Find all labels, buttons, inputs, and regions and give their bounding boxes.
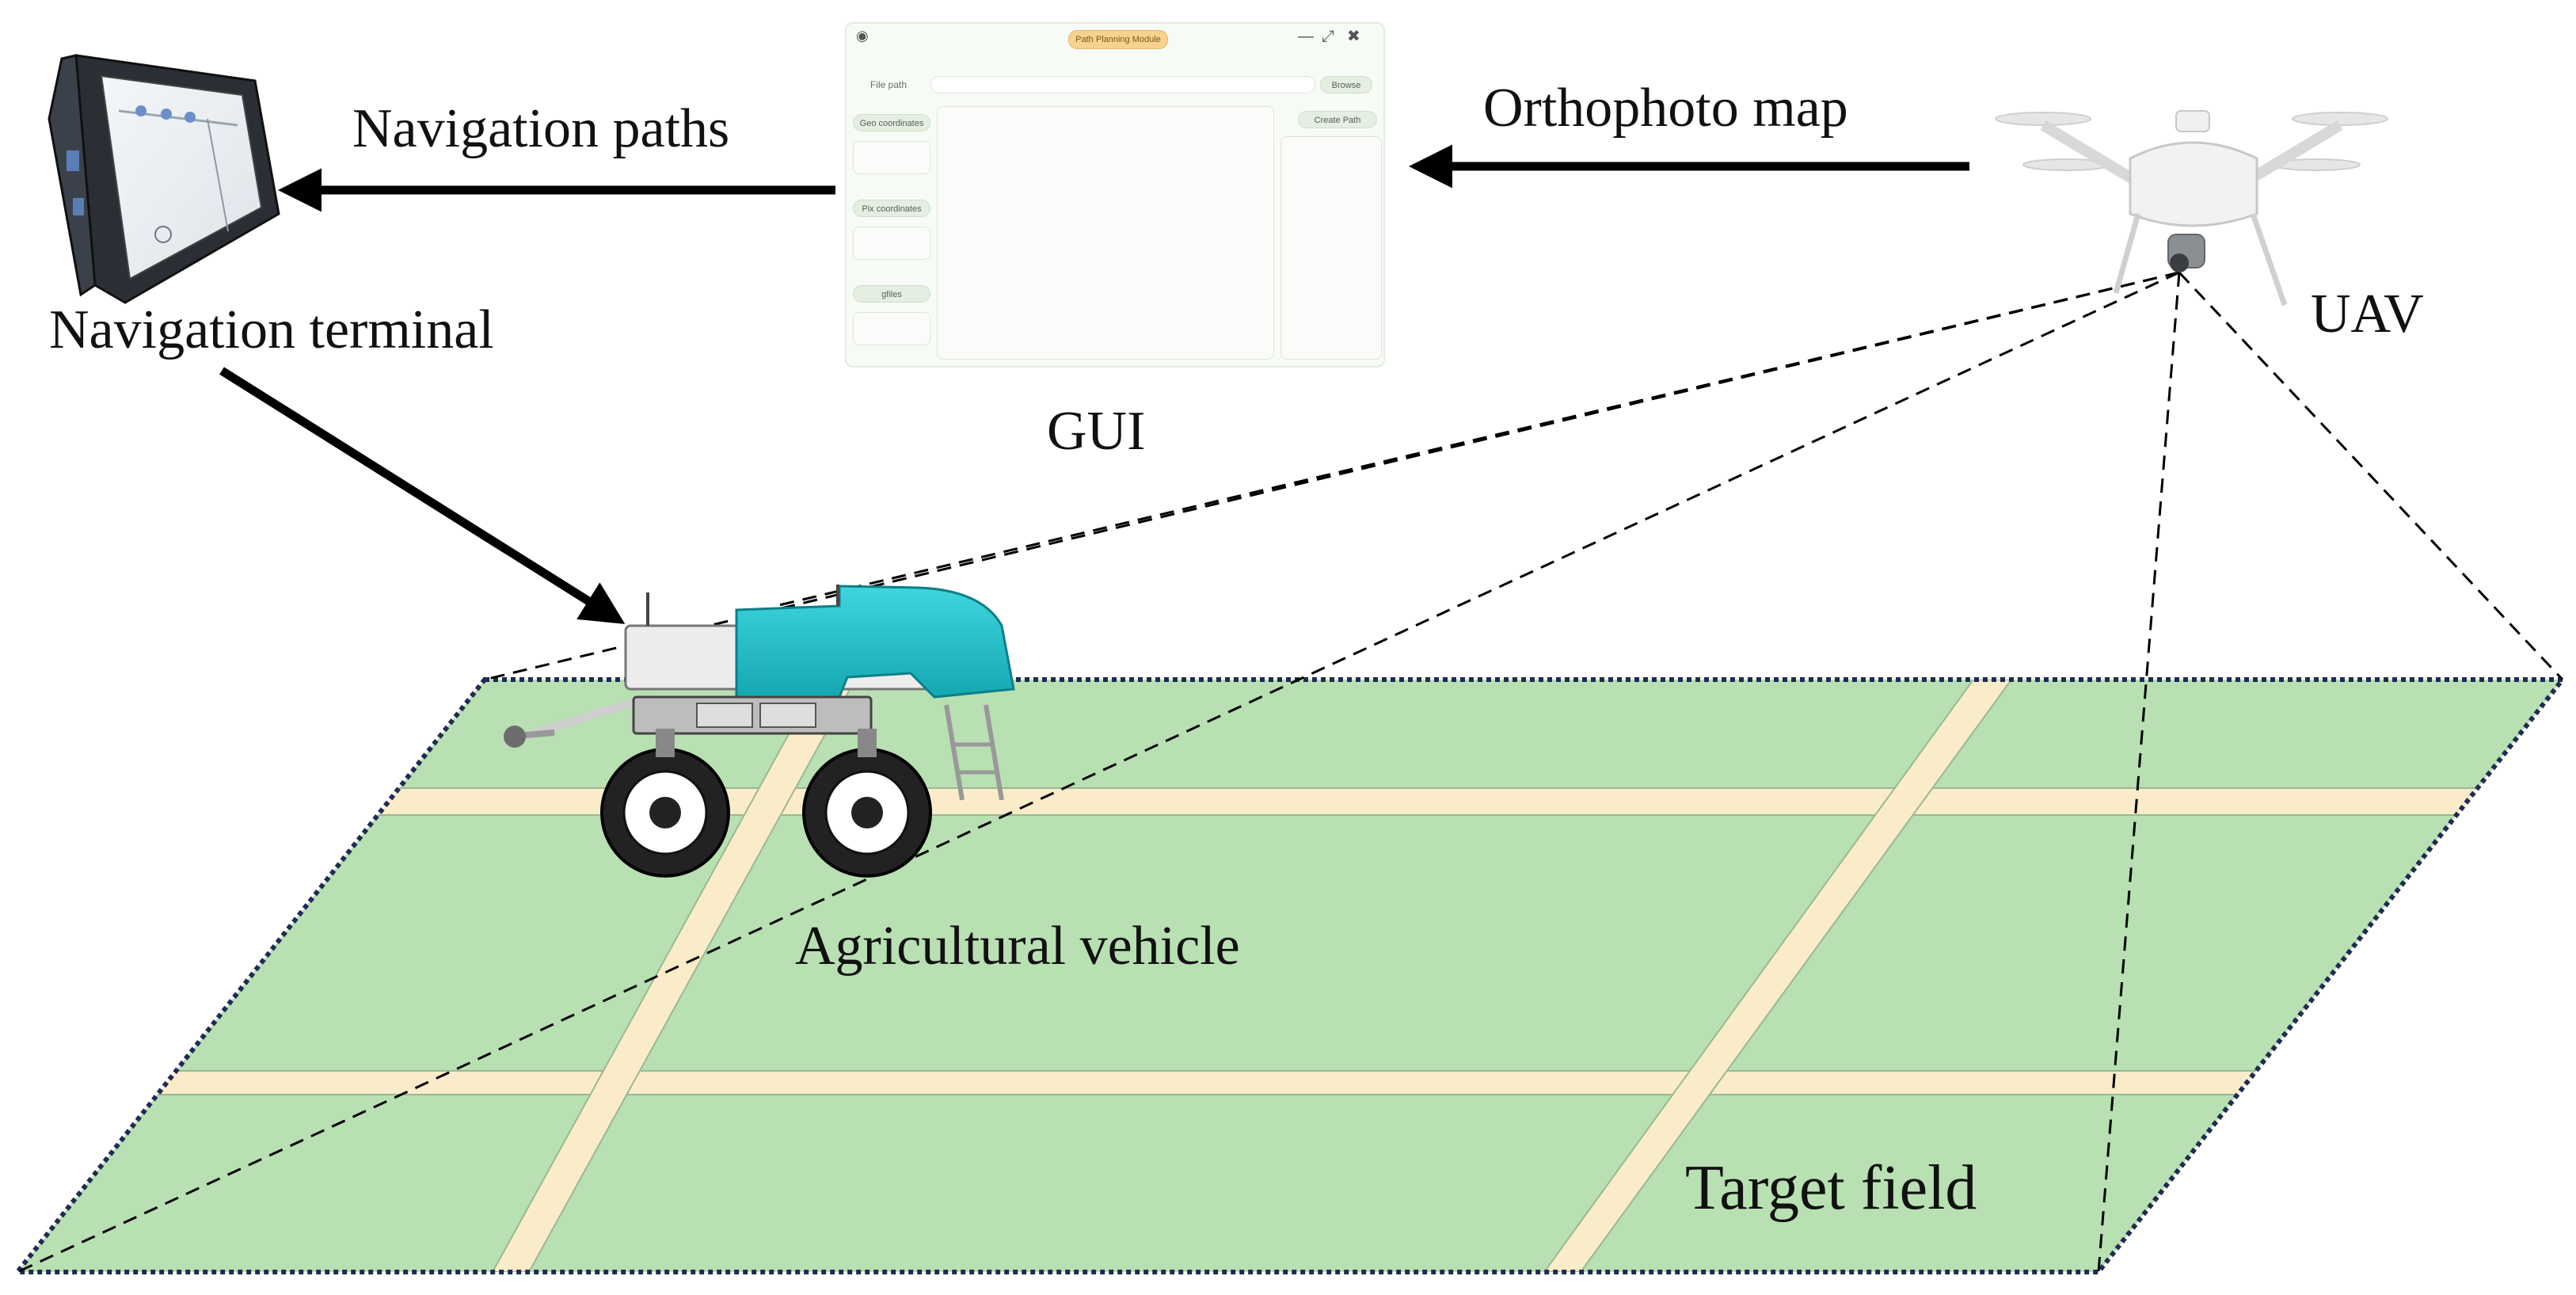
pix-coordinates-box[interactable] <box>853 227 930 260</box>
label-navigation-paths: Navigation paths <box>352 98 730 159</box>
files-label: gfiles <box>853 285 930 303</box>
target-field <box>12 677 2568 1274</box>
quadcopter-drone-icon <box>1995 110 2388 307</box>
gui-titlebar: ◉ Path Planning Module — ⤢ ✖ <box>847 24 1383 55</box>
tablet-terminal-icon <box>48 54 280 304</box>
file-path-input[interactable] <box>930 76 1315 93</box>
file-path-label: File path <box>870 79 907 90</box>
label-agricultural-vehicle: Agricultural vehicle <box>795 916 1240 977</box>
label-uav: UAV <box>2311 284 2424 345</box>
label-orthophoto-map: Orthophoto map <box>1483 78 1848 139</box>
pix-coordinates-label: Pix coordinates <box>853 200 930 217</box>
maximize-icon[interactable]: ⤢ <box>1322 28 1334 45</box>
gui-title-badge: Path Planning Module <box>1068 30 1168 49</box>
minimize-icon[interactable]: — <box>1298 28 1314 45</box>
path-output-box[interactable] <box>1280 136 1382 360</box>
arrow-terminal-to-vehicle <box>219 367 626 624</box>
label-gui: GUI <box>1047 401 1146 462</box>
location-pin-icon: ◉ <box>856 28 869 44</box>
gui-window: ◉ Path Planning Module — ⤢ ✖ File path B… <box>845 22 1385 368</box>
files-box[interactable] <box>853 312 930 345</box>
browse-button[interactable]: Browse <box>1320 76 1372 93</box>
map-canvas[interactable] <box>937 106 1274 360</box>
label-navigation-terminal: Navigation terminal <box>49 299 494 360</box>
geo-coordinates-box[interactable] <box>853 141 930 174</box>
create-path-button[interactable]: Create Path <box>1298 111 1377 128</box>
agricultural-robot-vehicle-icon <box>504 585 1015 878</box>
label-target-field: Target field <box>1685 1153 1977 1223</box>
close-icon[interactable]: ✖ <box>1347 28 1360 45</box>
geo-coordinates-label: Geo coordinates <box>853 114 930 131</box>
